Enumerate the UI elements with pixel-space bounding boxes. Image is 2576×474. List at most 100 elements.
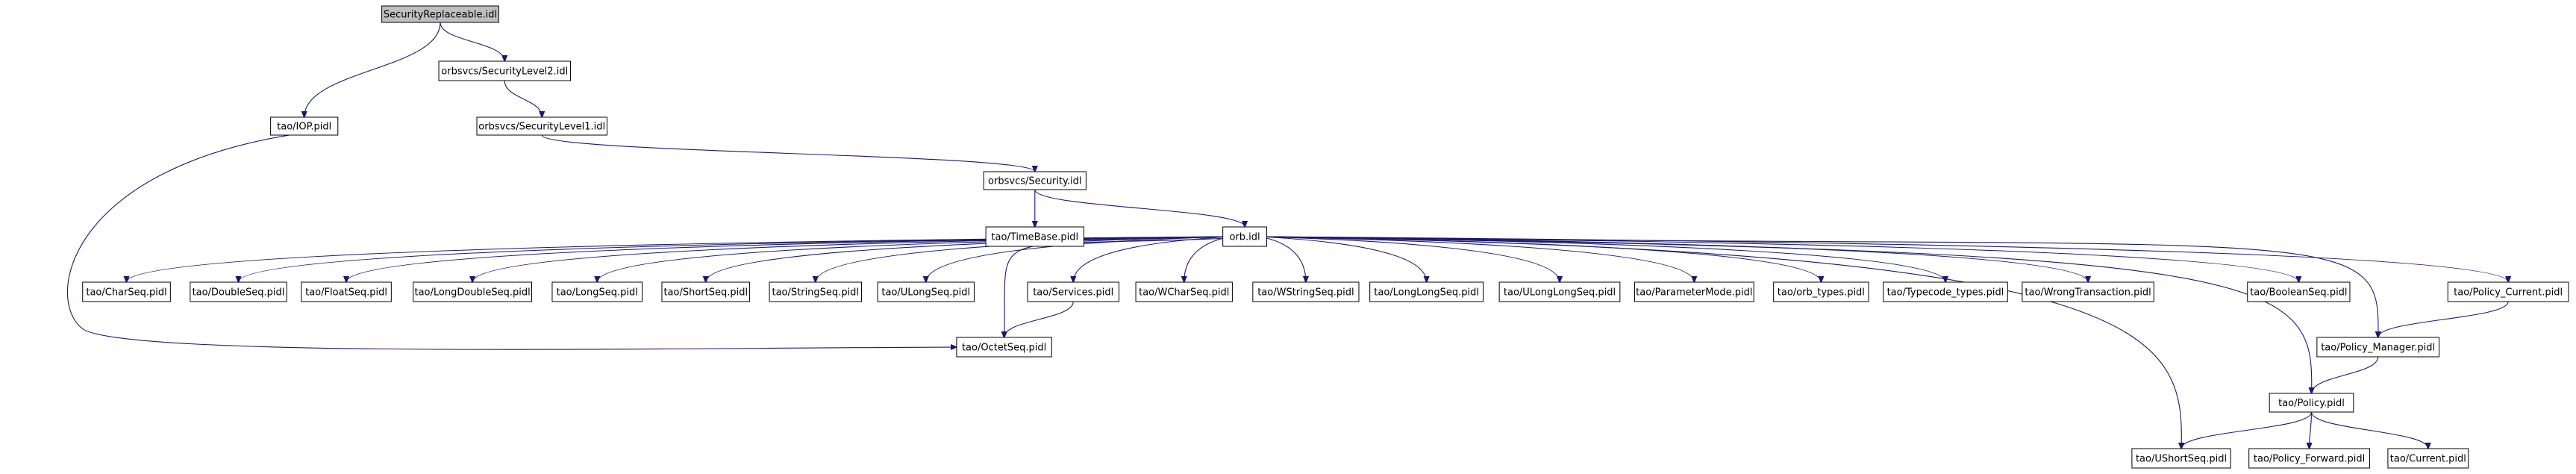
node-orb-box: [1222, 226, 1267, 247]
node-ushortseq-label: tao/UShortSeq.pidl: [2136, 454, 2227, 465]
node-longlongseq-box: [1369, 281, 1484, 302]
edge-orb-to-wstringseq: [1260, 236, 1306, 282]
node-seclevel2[interactable]: orbsvcs/SecurityLevel2.idl: [438, 60, 571, 81]
node-wcharseq-label: tao/WCharSeq.pidl: [1139, 287, 1229, 299]
node-orb[interactable]: orb.idl: [1222, 226, 1267, 247]
node-timebase[interactable]: tao/TimeBase.pidl: [985, 226, 1084, 247]
node-wstringseq[interactable]: tao/WStringSeq.pidl: [1252, 281, 1360, 302]
edge-orb-to-wrongtransaction: [1260, 236, 2088, 282]
node-floatseq-box: [301, 281, 392, 302]
node-doubleseq-label: tao/DoubleSeq.pidl: [193, 287, 285, 299]
node-services[interactable]: tao/Services.pidl: [1027, 281, 1120, 302]
edge-orb-to-longlongseq: [1260, 236, 1427, 282]
edge-orb-to-longdoubleseq: [472, 236, 1231, 282]
node-wstringseq-box: [1252, 281, 1360, 302]
node-floatseq[interactable]: tao/FloatSeq.pidl: [301, 281, 392, 302]
edge-orb-to-octetseq: [1004, 236, 1263, 337]
node-timebase-label: tao/TimeBase.pidl: [991, 232, 1078, 243]
node-stringseq-label: tao/StringSeq.pidl: [772, 287, 859, 299]
edge-orb-to-policymanager: [1263, 236, 2378, 337]
node-octetseq[interactable]: tao/OctetSeq.pidl: [956, 337, 1052, 358]
edge-orb-to-longseq: [597, 236, 1231, 282]
node-policycurrent[interactable]: tao/Policy_Current.pidl: [2447, 281, 2569, 302]
edge-policy-to-policyforward: [2310, 411, 2312, 449]
node-seclevel1-box: [476, 116, 607, 136]
node-typecodetypes[interactable]: tao/Typecode_types.pidl: [1883, 281, 2008, 302]
node-typecodetypes-label: tao/Typecode_types.pidl: [1887, 287, 2004, 299]
node-charseq[interactable]: tao/CharSeq.pidl: [82, 281, 171, 302]
node-doubleseq-box: [190, 281, 287, 302]
node-parametermode-box: [1634, 281, 1754, 302]
node-root[interactable]: SecurityReplaceable.idl: [381, 5, 499, 23]
edge-orb-to-ushortseq: [1263, 236, 2181, 449]
edge-policymanager-to-policy: [2312, 356, 2379, 393]
node-longdoubleseq-box: [413, 281, 533, 302]
node-timebase-box: [985, 226, 1084, 247]
node-shortseq-label: tao/ShortSeq.pidl: [663, 287, 748, 299]
node-charseq-label: tao/CharSeq.pidl: [86, 287, 166, 299]
node-ushortseq[interactable]: tao/UShortSeq.pidl: [2131, 448, 2231, 469]
node-wcharseq[interactable]: tao/WCharSeq.pidl: [1135, 281, 1233, 302]
node-stringseq[interactable]: tao/StringSeq.pidl: [769, 281, 863, 302]
node-seclevel2-label: orbsvcs/SecurityLevel2.idl: [441, 66, 568, 78]
node-wrongtransaction[interactable]: tao/WrongTransaction.pidl: [2022, 281, 2154, 302]
node-longlongseq[interactable]: tao/LongLongSeq.pidl: [1369, 281, 1484, 302]
node-typecodetypes-box: [1883, 281, 2008, 302]
node-octetseq-box: [956, 337, 1052, 358]
node-current[interactable]: tao/Current.pidl: [2387, 448, 2469, 469]
node-wrongtransaction-label: tao/WrongTransaction.pidl: [2025, 287, 2151, 299]
node-parametermode[interactable]: tao/ParameterMode.pidl: [1634, 281, 1754, 302]
node-seclevel1[interactable]: orbsvcs/SecurityLevel1.idl: [476, 116, 607, 136]
node-ulonglongseq-label: tao/ULongLongSeq.pidl: [1504, 287, 1616, 299]
node-policyforward[interactable]: tao/Policy_Forward.pidl: [2248, 448, 2370, 469]
edge-orb-to-stringseq: [816, 236, 1231, 282]
node-layer: SecurityReplaceable.idl orbsvcs/SecurityL…: [82, 5, 2569, 469]
node-policymanager-label: tao/Policy_Manager.pidl: [2321, 343, 2435, 354]
node-policymanager[interactable]: tao/Policy_Manager.pidl: [2316, 337, 2440, 358]
node-policy[interactable]: tao/Policy.pidl: [2269, 393, 2354, 413]
node-shortseq[interactable]: tao/ShortSeq.pidl: [661, 281, 751, 302]
node-services-label: tao/Services.pidl: [1033, 287, 1113, 299]
node-iop[interactable]: tao/IOP.pidl: [270, 116, 339, 136]
edge-orb-to-floatseq: [346, 236, 1231, 282]
node-stringseq-box: [769, 281, 863, 302]
edge-seclevel2-to-seclevel1: [504, 80, 542, 117]
node-ulonglongseq[interactable]: tao/ULongLongSeq.pidl: [1498, 281, 1621, 302]
node-longseq-label: tao/LongSeq.pidl: [557, 287, 638, 299]
edge-orb-to-ulonglongseq: [1260, 236, 1560, 282]
edge-orb-to-policycurrent: [1260, 236, 2508, 282]
node-longseq[interactable]: tao/LongSeq.pidl: [551, 281, 643, 302]
node-iop-box: [270, 116, 339, 136]
node-root-box: [381, 5, 499, 23]
node-policy-box: [2269, 393, 2354, 413]
node-security[interactable]: orbsvcs/Security.idl: [983, 171, 1087, 190]
node-security-box: [983, 171, 1087, 190]
node-orbtypes[interactable]: tao/orb_types.pidl: [1773, 281, 1869, 302]
node-parametermode-label: tao/ParameterMode.pidl: [1636, 287, 1752, 299]
node-policycurrent-box: [2447, 281, 2569, 302]
edge-policycurrent-to-policymanager: [2378, 301, 2509, 337]
node-orbtypes-label: tao/orb_types.pidl: [1778, 287, 1865, 299]
edge-orb-to-shortseq: [706, 236, 1231, 282]
node-policyforward-box: [2248, 448, 2370, 469]
node-ushortseq-box: [2131, 448, 2231, 469]
node-current-label: tao/Current.pidl: [2390, 454, 2466, 465]
node-ulongseq[interactable]: tao/ULongSeq.pidl: [877, 281, 975, 302]
edge-orb-to-parametermode: [1260, 236, 1695, 282]
node-booleanseq-label: tao/BooleanSeq.pidl: [2250, 287, 2347, 299]
edge-root-to-iop: [304, 22, 441, 117]
node-policycurrent-label: tao/Policy_Current.pidl: [2454, 287, 2563, 299]
edge-orb-to-services: [1073, 236, 1231, 282]
node-doubleseq[interactable]: tao/DoubleSeq.pidl: [190, 281, 287, 302]
node-ulonglongseq-box: [1498, 281, 1621, 302]
node-current-box: [2387, 448, 2469, 469]
node-booleanseq[interactable]: tao/BooleanSeq.pidl: [2247, 281, 2351, 302]
node-orbtypes-box: [1773, 281, 1869, 302]
node-floatseq-label: tao/FloatSeq.pidl: [305, 287, 387, 299]
edge-seclevel1-to-security: [541, 134, 1035, 172]
node-iop-label: tao/IOP.pidl: [277, 122, 331, 133]
node-services-box: [1027, 281, 1120, 302]
node-policymanager-box: [2316, 337, 2440, 358]
edge-services-to-octetseq: [1004, 301, 1074, 337]
node-longdoubleseq[interactable]: tao/LongDoubleSeq.pidl: [413, 281, 533, 302]
